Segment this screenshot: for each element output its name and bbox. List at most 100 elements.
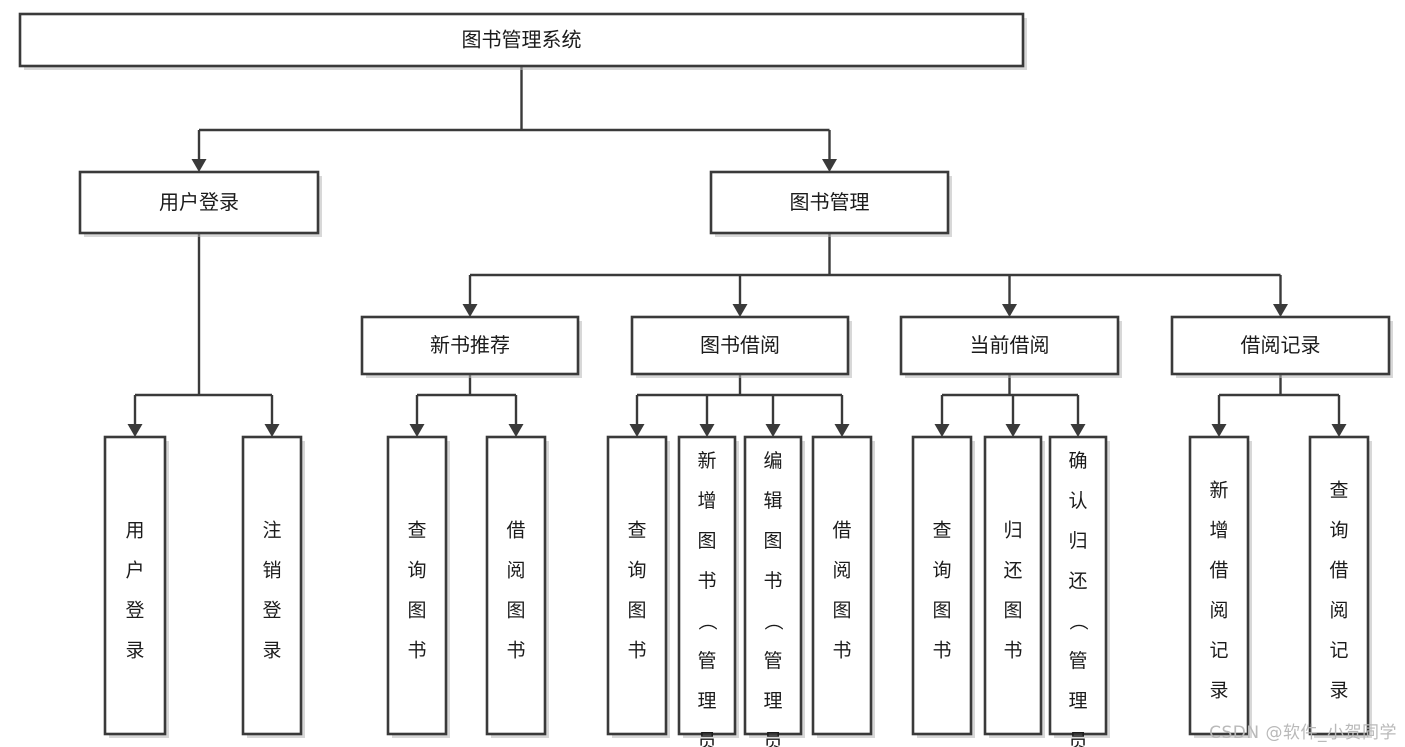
node-label-char: （ bbox=[1067, 611, 1089, 630]
node-box[interactable] bbox=[677, 435, 737, 736]
node-box[interactable] bbox=[743, 435, 803, 736]
node-label: 图书管理 bbox=[790, 190, 870, 214]
node-label-char: 图 bbox=[763, 530, 782, 552]
node-label-char: 用 bbox=[125, 520, 144, 542]
node-l1_0[interactable]: 用户登录 bbox=[78, 170, 322, 237]
node-box[interactable] bbox=[983, 435, 1043, 736]
node-label-char: 录 bbox=[1209, 680, 1228, 702]
node-box[interactable] bbox=[811, 435, 873, 736]
node-box[interactable] bbox=[1188, 435, 1250, 736]
node-label-char: 管 bbox=[763, 650, 782, 672]
node-label-char: 理 bbox=[697, 690, 716, 712]
node-label-char: 图 bbox=[932, 600, 951, 622]
node-root[interactable]: 图书管理系统 bbox=[18, 12, 1027, 70]
node-label: 图书借阅 bbox=[700, 333, 780, 357]
node-label-char: 录 bbox=[1329, 680, 1348, 702]
node-label-char: 登 bbox=[125, 600, 144, 622]
node-label-char: 理 bbox=[1068, 690, 1087, 712]
node-label-char: 借 bbox=[1209, 560, 1228, 582]
node-label-char: 书 bbox=[1003, 640, 1022, 662]
node-label-char: 员 bbox=[1068, 730, 1087, 747]
node-box[interactable] bbox=[78, 170, 320, 235]
node-box[interactable] bbox=[1048, 435, 1108, 736]
node-leaf_0[interactable]: 用户登录 bbox=[103, 435, 169, 738]
node-label: 当前借阅 bbox=[970, 333, 1050, 357]
node-label-char: 借 bbox=[506, 520, 525, 542]
node-box[interactable] bbox=[18, 12, 1025, 68]
node-box[interactable] bbox=[606, 435, 668, 736]
node-label: 用户登录 bbox=[159, 190, 239, 214]
node-label-char: 阅 bbox=[506, 560, 525, 582]
node-l2_2[interactable]: 当前借阅 bbox=[899, 315, 1122, 378]
node-label-char: 借 bbox=[832, 520, 851, 542]
node-label-char: 阅 bbox=[1209, 600, 1228, 622]
node-box[interactable] bbox=[103, 435, 167, 736]
node-box[interactable] bbox=[360, 315, 580, 376]
node-label-char: 书 bbox=[627, 640, 646, 662]
node-label-char: 辑 bbox=[763, 490, 782, 512]
node-label-char: 图 bbox=[832, 600, 851, 622]
node-label-char: 还 bbox=[1003, 560, 1022, 582]
node-l2_0[interactable]: 新书推荐 bbox=[360, 315, 582, 378]
node-label-char: 认 bbox=[1068, 490, 1087, 512]
node-label-char: 借 bbox=[1329, 560, 1348, 582]
node-box[interactable] bbox=[485, 435, 547, 736]
node-label-char: 确 bbox=[1068, 450, 1087, 472]
node-label-char: 书 bbox=[832, 640, 851, 662]
node-l2_3[interactable]: 借阅记录 bbox=[1170, 315, 1393, 378]
node-box[interactable] bbox=[241, 435, 303, 736]
node-label-char: 记 bbox=[1209, 640, 1228, 662]
node-label-char: 录 bbox=[125, 640, 144, 662]
node-label-char: 录 bbox=[262, 640, 281, 662]
node-box[interactable] bbox=[1170, 315, 1391, 376]
node-label-char: 查 bbox=[407, 520, 426, 542]
node-l2_1[interactable]: 图书借阅 bbox=[630, 315, 852, 378]
node-label-char: 查 bbox=[932, 520, 951, 542]
node-label-char: 阅 bbox=[832, 560, 851, 582]
node-label-char: （ bbox=[696, 611, 718, 630]
node-label-char: 增 bbox=[697, 490, 716, 512]
node-box[interactable] bbox=[899, 315, 1120, 376]
node-box[interactable] bbox=[630, 315, 850, 376]
node-label-char: 理 bbox=[763, 690, 782, 712]
node-label: 借阅记录 bbox=[1241, 333, 1321, 357]
node-label-char: 图 bbox=[1003, 600, 1022, 622]
node-box[interactable] bbox=[1308, 435, 1370, 736]
node-l1_1[interactable]: 图书管理 bbox=[709, 170, 952, 237]
node-label-char: 管 bbox=[697, 650, 716, 672]
node-label-char: 图 bbox=[407, 600, 426, 622]
node-label: 图书管理系统 bbox=[462, 28, 582, 52]
node-label-char: 书 bbox=[697, 570, 716, 592]
node-label-char: 归 bbox=[1068, 530, 1087, 552]
node-label-char: 新 bbox=[697, 450, 716, 472]
node-box[interactable] bbox=[911, 435, 973, 736]
node-label-char: 图 bbox=[697, 530, 716, 552]
node-label-char: 询 bbox=[1329, 520, 1348, 542]
node-label-char: 编 bbox=[763, 450, 782, 472]
node-label-char: 新 bbox=[1209, 480, 1228, 502]
node-label-char: 户 bbox=[125, 560, 144, 582]
node-box[interactable] bbox=[709, 170, 950, 235]
node-box[interactable] bbox=[386, 435, 448, 736]
node-label-char: （ bbox=[762, 611, 784, 630]
node-label-char: 阅 bbox=[1329, 600, 1348, 622]
node-label-char: 图 bbox=[506, 600, 525, 622]
node-label-char: 记 bbox=[1329, 640, 1348, 662]
node-layer: 图书管理系统用户登录图书管理新书推荐图书借阅当前借阅借阅记录用户登录注销登录查询… bbox=[18, 12, 1393, 747]
connector-layer bbox=[127, 66, 1347, 437]
node-label: 新书推荐 bbox=[430, 333, 510, 357]
